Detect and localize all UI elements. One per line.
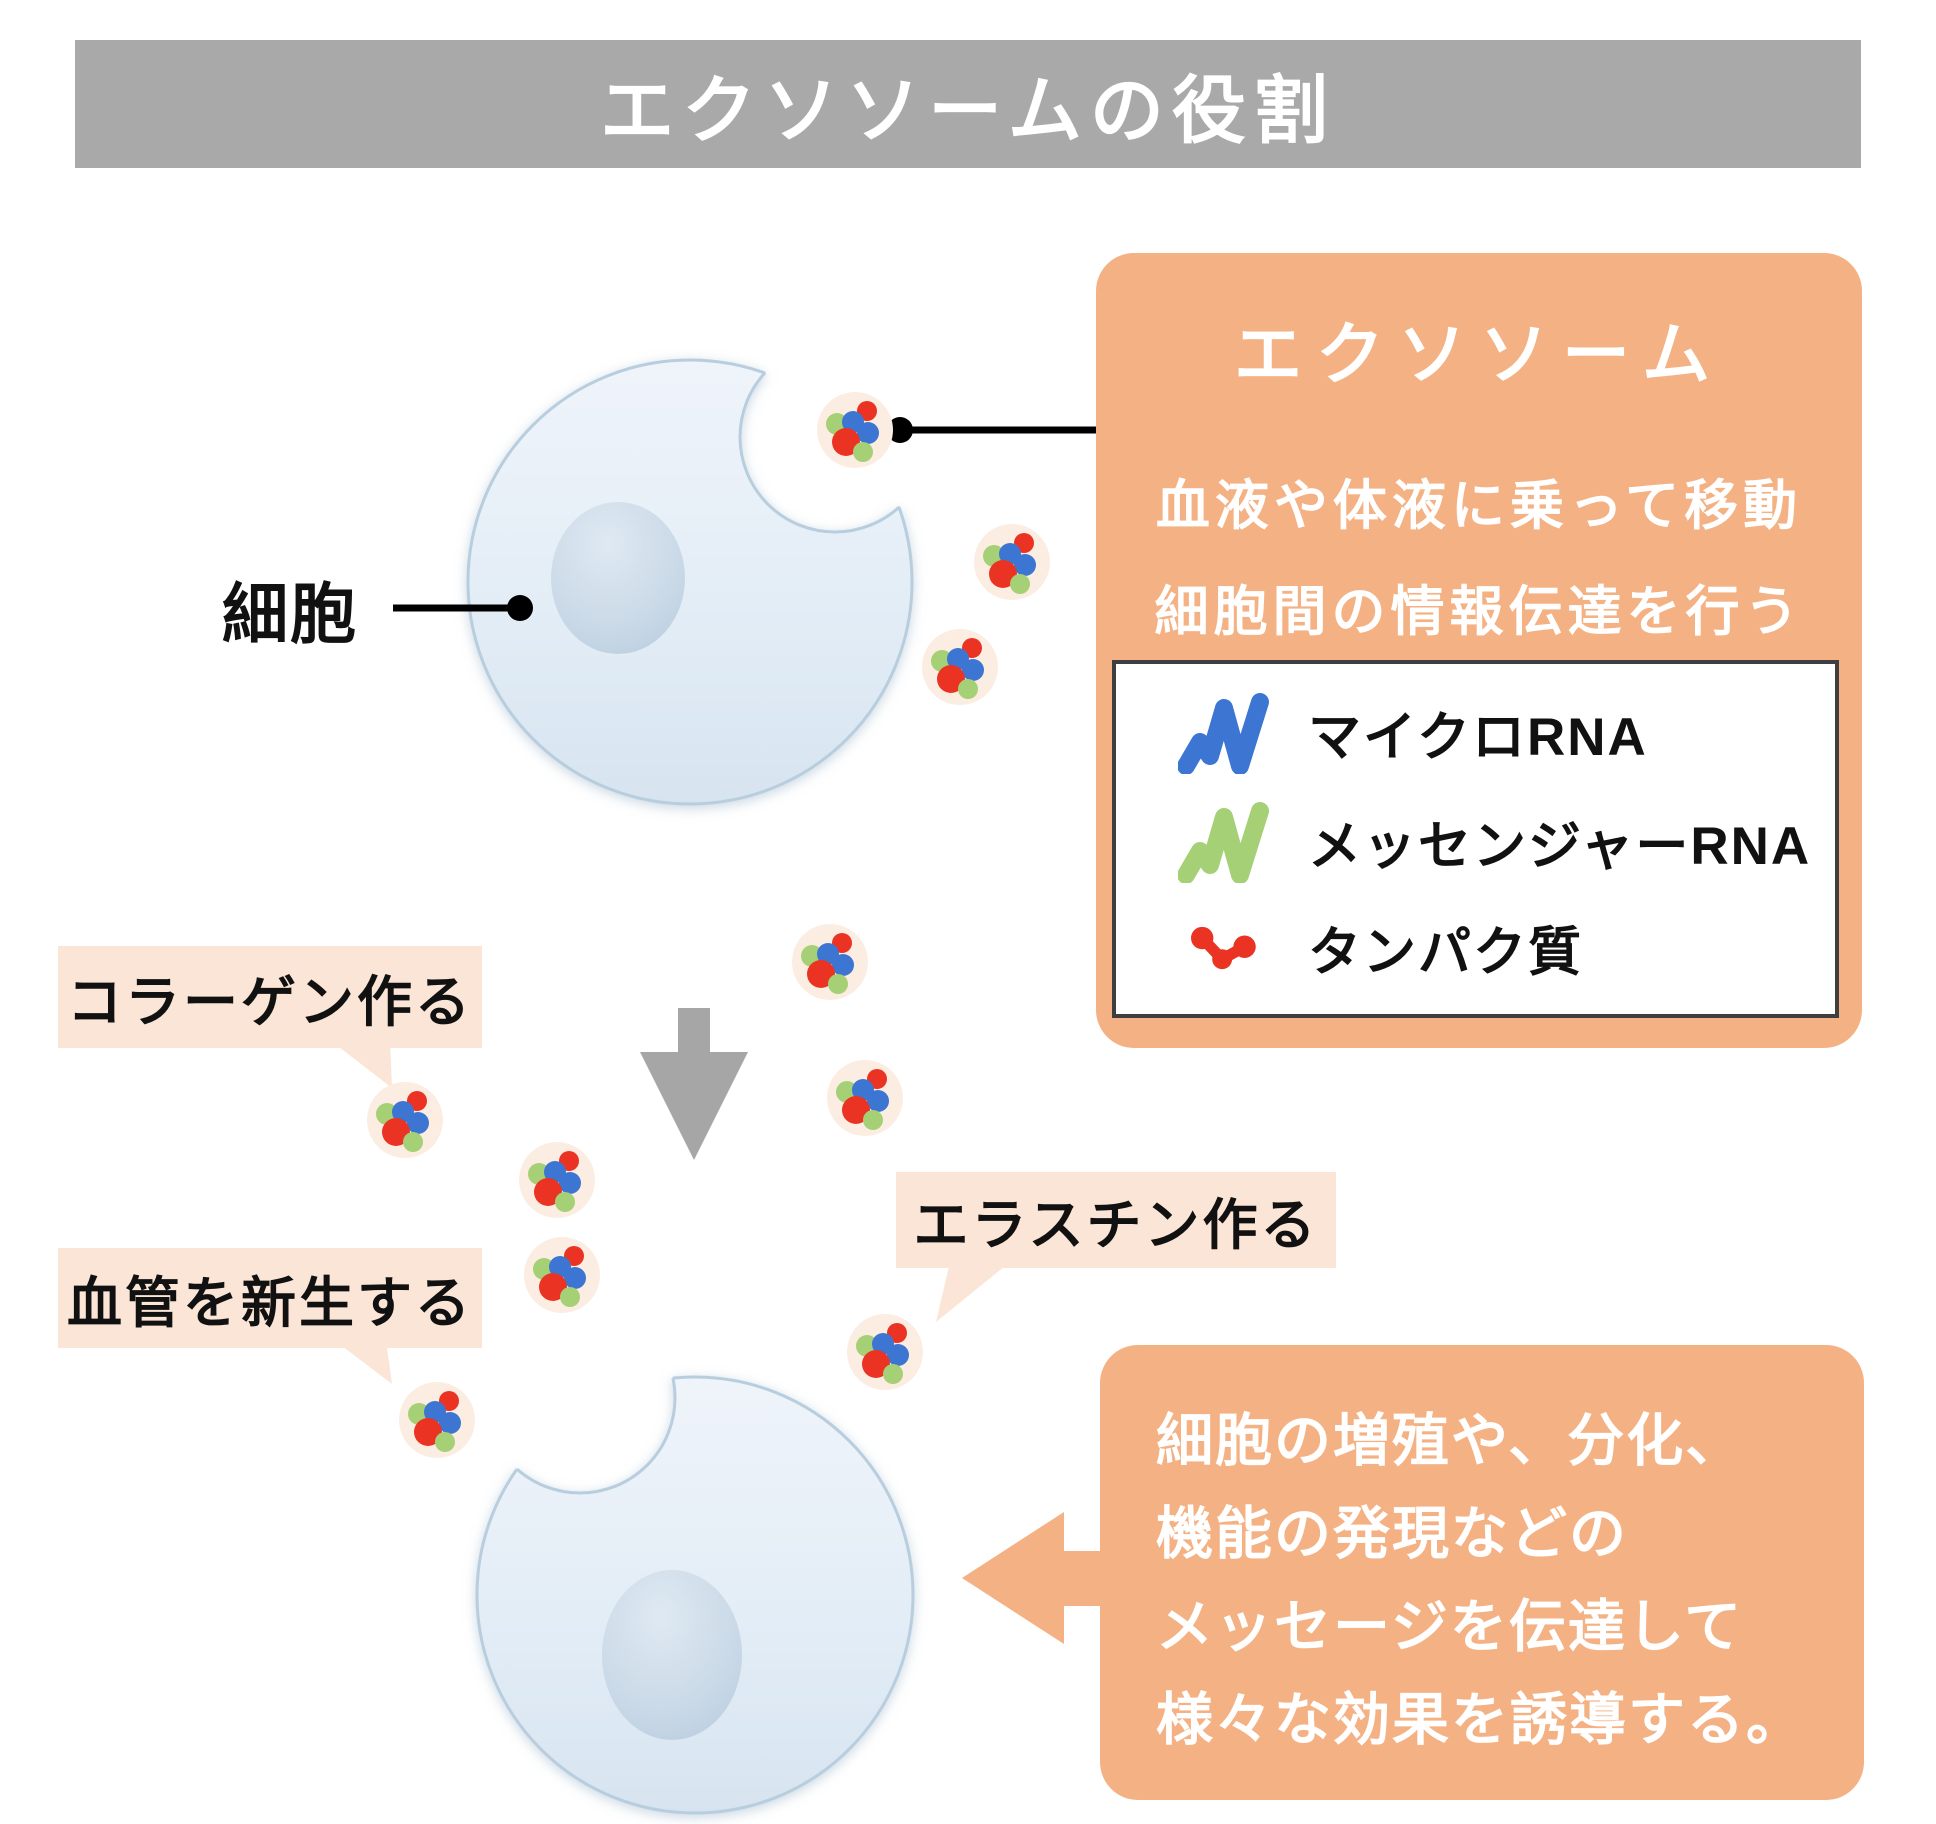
exosome-icon: [399, 1382, 475, 1458]
exosome-info-title: エクソソーム: [1234, 317, 1724, 393]
exosome-icon: [847, 1314, 923, 1390]
cell-label-connector: [393, 595, 533, 621]
exosome-icon: [367, 1082, 443, 1158]
callout-vessel: 血管を新生する: [58, 1248, 482, 1348]
message-box: 細胞の増殖や、分化、 機能の発現などの メッセージを伝達して 様々な効果を誘導す…: [1100, 1345, 1864, 1800]
left-arrow-icon: [962, 1512, 1104, 1644]
exosome-icon: [817, 392, 893, 468]
callout-elastin: エラスチン作る: [896, 1172, 1336, 1268]
legend-label: メッセンジャーRNA: [1308, 816, 1812, 876]
exosome-info-box: エクソソーム 血液や体液に乗って移動 細胞間の情報伝達を行う マイクロRNA メ…: [1096, 253, 1862, 1048]
message-line: 機能の発現などの: [1156, 1502, 1628, 1566]
exosome-icon: [519, 1142, 595, 1218]
mrna-zigzag-icon: [1178, 801, 1270, 883]
cargo-legend: マイクロRNA メッセンジャーRNA: [1112, 660, 1839, 1018]
source-cell: [466, 358, 914, 806]
message-line: 様々な効果を誘導する。: [1156, 1688, 1805, 1752]
cell-nucleus: [602, 1570, 742, 1740]
legend-row-microrna: マイクロRNA: [1178, 692, 1825, 774]
exosome-icon: [792, 924, 868, 1000]
message-line: メッセージを伝達して: [1156, 1595, 1744, 1659]
cell-label: 細胞: [222, 577, 358, 651]
down-arrow-icon: [640, 1008, 748, 1160]
exosome-info-desc-line-2: 細胞間の情報伝達を行う: [1154, 582, 1804, 642]
callout-tail-vessel: [334, 1340, 392, 1384]
legend-row-protein: タンパク質: [1178, 910, 1825, 986]
exosome-icon: [827, 1060, 903, 1136]
recipient-cell: [475, 1375, 915, 1815]
exosome-icon: [922, 629, 998, 705]
legend-label: タンパク質: [1308, 923, 1583, 983]
title-bar: エクソソームの役割: [75, 40, 1861, 168]
page-title: エクソソームの役割: [600, 68, 1336, 152]
callout-collagen: コラーゲン作る: [58, 946, 482, 1048]
exosome-icon: [524, 1237, 600, 1313]
callout-tail-elastin: [936, 1262, 1010, 1322]
exosome-info-desc-line-1: 血液や体液に乗って移動: [1155, 476, 1803, 536]
exosome-connector: [887, 417, 1100, 443]
exosome-icon: [974, 524, 1050, 600]
microrna-zigzag-icon: [1178, 692, 1270, 774]
legend-row-mrna: メッセンジャーRNA: [1178, 801, 1825, 883]
callout-tail-collagen: [330, 1040, 392, 1088]
legend-label: マイクロRNA: [1308, 707, 1648, 767]
cell-nucleus: [551, 502, 685, 654]
message-line: 細胞の増殖や、分化、: [1156, 1409, 1745, 1473]
protein-dots-icon: [1178, 923, 1270, 973]
cell-bite: [738, 360, 912, 534]
